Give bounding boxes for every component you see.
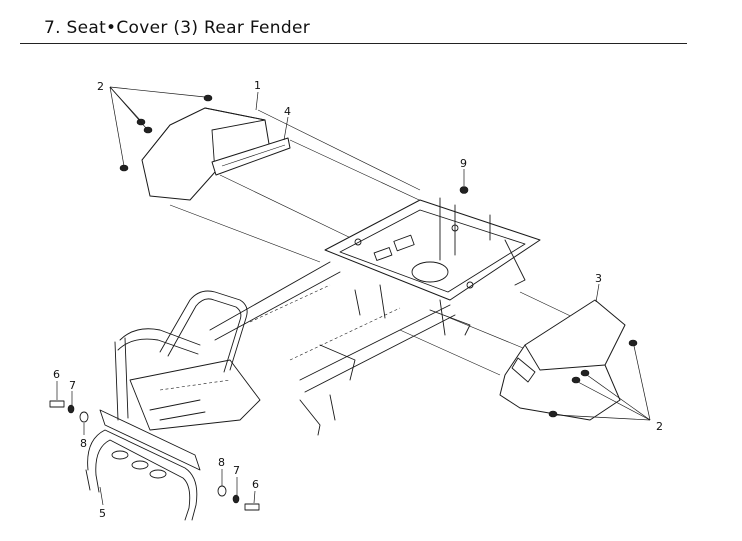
fender-bracket <box>211 137 291 176</box>
callout-2-rear: 2 <box>656 420 663 433</box>
page-title: 7. Seat•Cover (3) Rear Fender <box>44 18 310 38</box>
front-fender-panel <box>141 107 271 201</box>
callout-2-front: 2 <box>97 80 104 93</box>
title-rule <box>20 43 687 44</box>
callout-labels: 1 2 4 9 3 2 6 7 8 5 8 7 6 <box>53 79 663 520</box>
callout-3: 3 <box>595 272 602 285</box>
main-frame <box>209 261 471 393</box>
callout-8-left: 8 <box>80 437 87 450</box>
callout-6-right: 6 <box>252 478 259 491</box>
callout-7-left: 7 <box>69 379 76 392</box>
left-bumper-fasteners <box>49 400 89 423</box>
guide-lines <box>169 109 601 376</box>
callout-8-right: 8 <box>218 456 225 469</box>
callout-6-left: 6 <box>53 368 60 381</box>
callout-5: 5 <box>99 507 106 520</box>
callout-7-right: 7 <box>233 464 240 477</box>
rear-fender-panel <box>499 299 626 421</box>
nut-9 <box>459 186 469 194</box>
callout-1: 1 <box>254 79 261 92</box>
seat-mount-plate <box>324 197 541 301</box>
right-bumper-fasteners <box>217 485 260 511</box>
rear-frame-structure <box>114 290 336 436</box>
callout-9: 9 <box>460 157 467 170</box>
bolt-fasteners <box>119 94 638 418</box>
rear-bumper <box>85 409 201 521</box>
callout-leaders <box>56 86 651 506</box>
callout-4: 4 <box>284 105 291 118</box>
